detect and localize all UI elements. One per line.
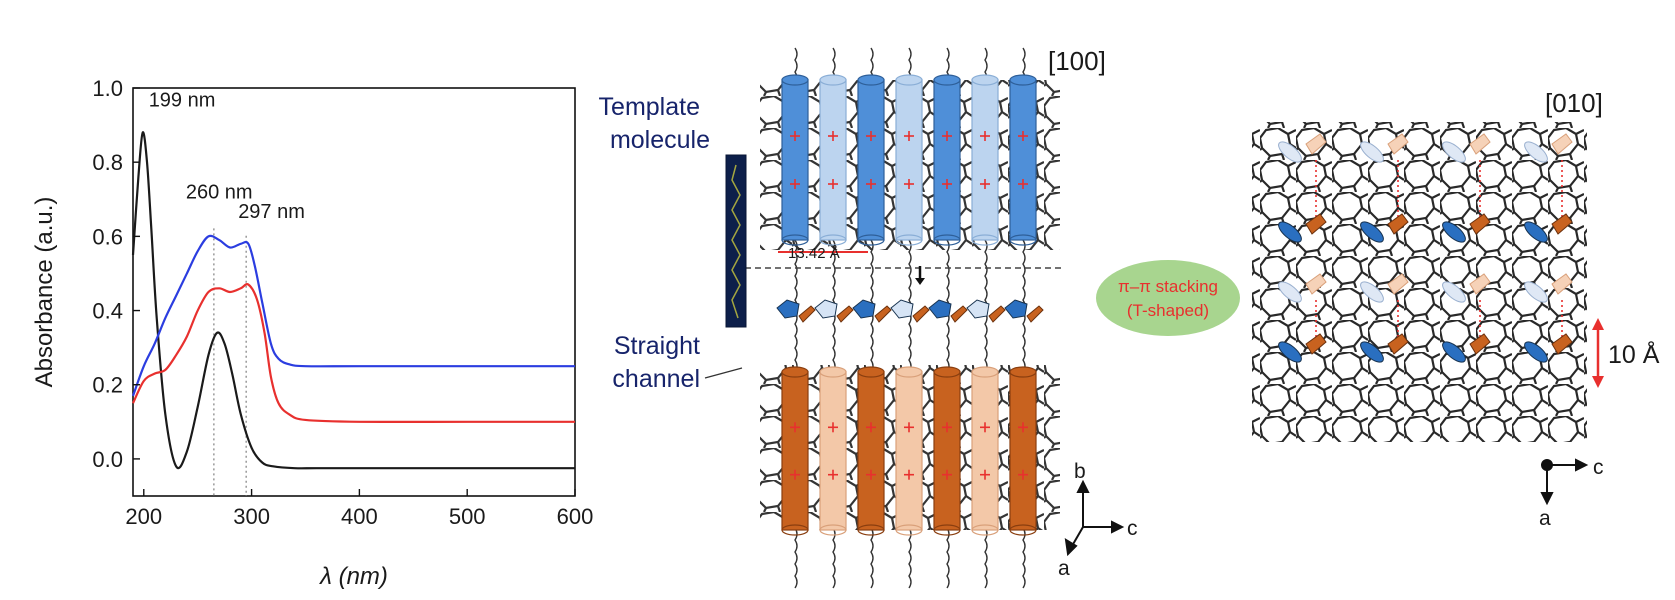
series-line-0 [131,131,575,470]
template-cylinder [819,74,847,246]
stacked-motif-010 [1278,273,1327,303]
direction-label-100: [100] [1048,46,1106,76]
channel-cylinder [895,366,923,536]
scale-bar-bottom-arrow [1592,376,1604,388]
stacked-motif-010 [1442,273,1491,303]
stacked-motif-010 [1442,333,1491,363]
template-cylinder [971,74,999,246]
y-tick-label: 0.8 [92,150,123,175]
stacked-motif [852,299,892,323]
stacked-motif-010 [1524,273,1573,303]
channel-label-line1: Straight [614,332,700,360]
axis-label-c: c [1127,517,1138,540]
stacked-motif-010 [1360,213,1409,243]
channel-cylinder [781,366,809,536]
stacked-motif [890,299,930,323]
template-cylinder [857,74,885,246]
stacking-callout-line1: π–π stacking [1118,277,1218,296]
stacking-callout-ellipse [1096,260,1240,336]
peak-marker-lines [213,228,247,496]
stacked-motif-010 [1278,133,1327,163]
projection-010-diagram: [010] 10 Å c a [1252,88,1660,530]
template-label-line2: molecule [610,126,710,154]
channel-cylinder [933,366,961,536]
channel-cylinder [971,366,999,536]
x-tick-label: 500 [449,504,486,529]
template-cylinder [781,74,809,246]
stacked-motif [776,299,816,323]
uv-vis-chart: 200 300 400 500 600 0.0 0.2 0.4 0.6 0.8 1.0 199 n… [31,76,593,590]
straight-channel-cylinders [781,366,1037,536]
channel-pointer [704,367,743,379]
axis-label-a: a [1058,557,1070,580]
x-axis-ticks: 200 300 400 500 600 [125,489,593,529]
spacing-label: 13.42 Å [788,245,840,262]
y-tick-label: 1.0 [92,76,123,101]
stacking-callout: π–π stacking (T-shaped) [1096,260,1240,336]
template-cylinder [933,74,961,246]
y-tick-label: 0.6 [92,224,123,249]
x-tick-label: 400 [341,504,378,529]
stacked-motif-010 [1360,333,1409,363]
y-tick-label: 0.4 [92,299,123,324]
stacked-molecule-motifs-010 [1278,133,1573,363]
series-line-1 [132,283,576,424]
x-tick-label: 200 [125,504,162,529]
stacked-motif [1004,299,1044,323]
stacked-motif-010 [1360,273,1409,303]
y-axis-label: Absorbance (a.u.) [31,197,58,388]
scale-bar-top-arrow [1592,318,1604,330]
stacked-motif-010 [1278,333,1327,363]
axis-label-b: b [1074,460,1086,483]
stacked-motif-010 [1524,133,1573,163]
projection-100-diagram: 13.42 Å [100] Template molecule Straight… [599,46,1138,589]
stacked-motif-010 [1360,133,1409,163]
stacked-motif-010 [1278,213,1327,243]
y-tick-label: 0.2 [92,373,123,398]
channel-label-line2: channel [612,365,700,393]
series-line-2 [131,234,575,397]
template-cylinder [895,74,923,246]
axes-indicator-010 [1540,458,1589,506]
peak-annotation: 297 nm [238,201,305,223]
x-tick-label: 600 [557,504,594,529]
stacked-motif-010 [1442,133,1491,163]
channel-cylinder [1009,366,1037,536]
y-axis-ticks: 0.0 0.2 0.4 0.6 0.8 1.0 [92,76,140,472]
x-axis-label: λ (nm) [318,563,388,590]
series-layer [131,131,576,470]
stacked-motif [928,299,968,323]
down-arrow-head [915,278,925,285]
axis-label-a-010: a [1539,507,1551,530]
channel-cylinder [857,366,885,536]
stacked-molecule-motifs [776,299,1044,323]
direction-label-010: [010] [1545,88,1603,118]
channel-cylinder [819,366,847,536]
template-molecule-inset [725,154,747,328]
x-tick-label: 300 [233,504,270,529]
template-label-line1: Template [599,93,700,121]
stacked-motif [966,299,1006,323]
y-tick-label: 0.0 [92,447,123,472]
template-molecule-inset-chain [731,164,741,319]
peak-annotation: 260 nm [186,181,253,203]
stacking-callout-line2: (T-shaped) [1127,301,1209,320]
template-cylinder [1009,74,1037,246]
scale-label: 10 Å [1608,339,1660,369]
stacked-motif [814,299,854,323]
framework-010 [1252,122,1587,442]
peak-annotation: 199 nm [149,90,216,112]
stacked-motif-010 [1442,213,1491,243]
axes-indicator-100 [1064,479,1125,557]
template-molecule-cylinders [781,74,1037,246]
stacked-motif-010 [1524,333,1573,363]
stacked-motif-010 [1524,213,1573,243]
axis-label-c-010: c [1593,456,1604,479]
plot-frame [132,87,576,497]
